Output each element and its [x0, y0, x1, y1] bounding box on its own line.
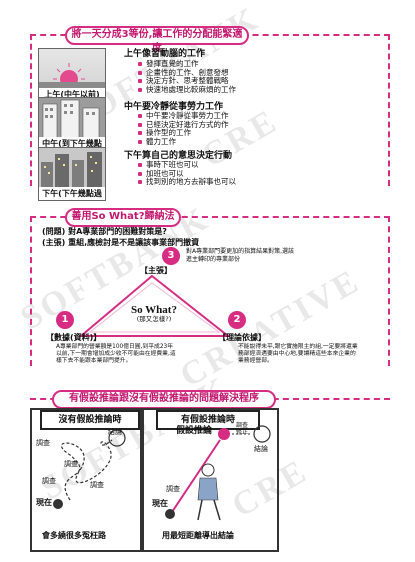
block-list: 事時下班也可以 加班也可以 找到別的地方去辦事也可以	[138, 160, 236, 187]
list-item: 事時下班也可以	[138, 160, 236, 170]
block-list: 中午要冷靜從事勞力工作 已經決定好進行方式的作 操作型的工作 體力工作	[138, 111, 229, 147]
hypothesis-label: 假設推論	[176, 426, 213, 436]
left-caption: 會多繞很多冤枉路	[42, 531, 106, 540]
list-item: 加班也可以	[138, 169, 236, 179]
panel-header: 沒有假設推論時	[40, 410, 140, 430]
goal-label: 結論	[108, 428, 122, 436]
list-item: 已經決定好進行方式的作	[138, 120, 229, 130]
section1-title: 將一天分成3等份,讓工作的分配能緊適度	[65, 26, 249, 54]
adjust-label: 調查修正	[236, 422, 249, 436]
block-heading: 下午算自己的意思決定行動	[124, 151, 233, 161]
list-item: 中午要冷靜從事勞力工作	[138, 111, 229, 121]
now-label: 現在	[152, 499, 168, 508]
list-item: 決定方針、思考整體戰略	[138, 77, 236, 86]
panel-without-hypothesis	[30, 408, 142, 552]
evening-picture: 下午(下午幾點過後)	[38, 147, 106, 201]
step-badge-2: 2	[228, 311, 246, 329]
list-item: 體力工作	[138, 137, 229, 147]
picture-caption: 下午(下午幾點過後)	[39, 187, 105, 200]
claim-line: (主張) 重組,應檢討是不是讓該事業部門撤資	[42, 238, 200, 247]
data-text: A專業部門的營業額是100億日圓,到平成23年以前,下一期會增加成少收不可能由在…	[56, 344, 176, 364]
panel-header: 有假設推論時	[156, 410, 260, 430]
so-what-title: So What?	[131, 304, 177, 316]
question-line: (問題) 對A專業部門的困難對策是?	[42, 227, 167, 236]
list-item: 發揮直覺的工作	[138, 59, 236, 69]
so-what-subtitle: (那又怎樣?)	[136, 314, 172, 323]
data-label: 【數據(資料)】	[46, 333, 102, 342]
survey-label: 調查	[166, 485, 180, 493]
goal-label: 結論	[254, 445, 268, 453]
survey-label: 調查	[64, 460, 78, 468]
survey-label: 調查	[42, 477, 56, 485]
right-caption: 用最短距離導出結論	[162, 531, 234, 540]
so-what-center: So What? (那又怎樣?)	[126, 304, 182, 323]
panel-with-hypothesis	[142, 408, 279, 552]
list-item: 找到別的地方去辦事也可以	[138, 178, 236, 187]
block-heading: 中午要冷靜從事勞力工作	[124, 102, 224, 112]
reason-text: 不能說得未平,跟它實施限主的組,一定要將還業務部經濟遇要由中心地,要讓精這些本來…	[238, 344, 358, 364]
survey-label: 調查	[36, 439, 50, 447]
section2-title: 善用So What?歸納法	[65, 208, 181, 227]
claim-label: 【主張】	[140, 266, 172, 275]
claim-text: 對A專業部門要更加的指算結果對策,選該進主轉印的專業部份	[186, 248, 295, 263]
list-item: 企畫性的工作、創意發想	[138, 68, 236, 78]
list-item: 快速地處理比較麻煩的工作	[138, 85, 236, 95]
picture-caption: 中午(到下午幾點前)	[39, 137, 105, 150]
step-badge-1: 1	[56, 311, 74, 329]
reason-label: 【理論依據】	[218, 333, 266, 342]
block-heading: 上午像習動腦的工作	[124, 49, 206, 59]
block-list: 發揮直覺的工作 企畫性的工作、創意發想 決定方針、思考整體戰略 快速地處理比較麻…	[138, 59, 236, 95]
step-badge-3: 3	[162, 247, 180, 265]
now-label: 現在	[36, 498, 52, 507]
survey-label: 調查	[90, 481, 104, 489]
list-item: 操作型的工作	[138, 129, 229, 138]
